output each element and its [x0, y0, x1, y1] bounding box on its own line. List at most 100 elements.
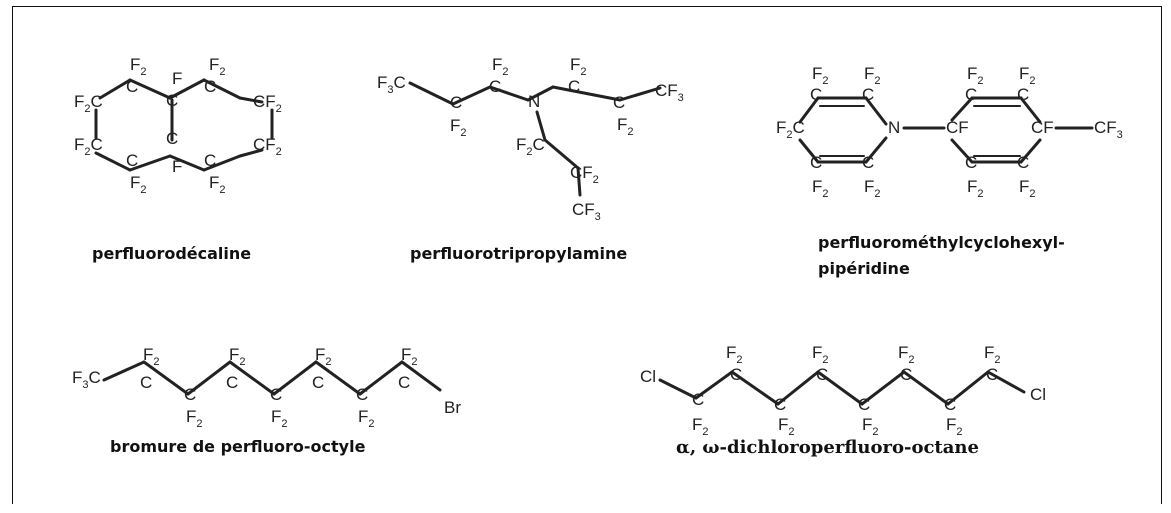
decaline-bottom-bonds: [94, 151, 132, 172]
pip-f2-a: F2: [812, 64, 829, 87]
amine-cf3-bottom: CF3: [572, 200, 601, 223]
pip-f2-c: F2: [812, 177, 829, 200]
decaline-f-top: F: [172, 69, 182, 88]
dichloro-f2-top1: F2: [726, 343, 743, 366]
octyl-c6: C: [356, 385, 368, 404]
cyc-top-bonds: [1019, 96, 1042, 124]
decaline-f-bottom: F: [172, 157, 182, 176]
octyl-c1: C: [140, 373, 152, 392]
pip-bottom-bonds: [864, 136, 888, 164]
dichloro-f2-top3: F2: [898, 343, 915, 366]
decaline-c-fusion1: C: [166, 91, 178, 110]
octyl-c4: C: [270, 385, 282, 404]
cyc-cf-methyl: CF: [1031, 118, 1054, 137]
figure-frame: [12, 6, 1162, 504]
decaline-top-bonds: [238, 96, 264, 104]
dichloro-f2-bottom2: F2: [778, 415, 795, 438]
decaline-c-top1: C: [126, 77, 138, 96]
decaline-top-bonds: [168, 78, 206, 100]
octyl-f2-top4: F2: [401, 345, 418, 368]
octyl-f2-top2: F2: [229, 345, 246, 368]
dichloro-chain: [776, 370, 820, 406]
decaline-bottom-bonds: [238, 148, 264, 158]
decaline-f2-bottom1: F2: [130, 173, 147, 196]
pip-f2-b: F2: [864, 64, 881, 87]
amine-branch-bonds: [535, 110, 547, 142]
octyl-chain: [400, 360, 442, 392]
dichloro-chain: [730, 370, 780, 406]
decaline-bottom-bonds: [202, 154, 242, 172]
octyl-chain: [228, 360, 276, 396]
amine-main-chain: [551, 85, 622, 102]
octyl-chain: [314, 360, 362, 396]
amine-c5: F2C: [516, 135, 545, 158]
decaline-c-top2: C: [204, 77, 216, 96]
octyl-cf3: F3C: [72, 368, 101, 391]
amine-branch-bonds: [543, 138, 580, 170]
dichloro-f2-bottom1: F2: [692, 415, 709, 438]
dichloro-c2: C: [730, 365, 742, 384]
dichloro-c3: C: [774, 395, 786, 414]
decaline-top-bonds: [98, 78, 132, 100]
pip-c-left: F2C: [776, 118, 805, 141]
decaline-cf2-r2: CF2: [253, 135, 282, 158]
pip-bottom-bonds: [798, 138, 820, 164]
octyl-c7: C: [398, 373, 410, 392]
decaline-f2-bottom2: F2: [209, 173, 226, 196]
dichloro-f2-top2: F2: [812, 343, 829, 366]
dichloro-cl-left: Cl: [640, 367, 656, 386]
pip-top-bonds: [798, 96, 820, 124]
cyc-f2-c: F2: [967, 177, 984, 200]
dichloro-chain: [694, 370, 734, 400]
dichloro-chain: [986, 370, 1026, 394]
dichloro-chain: [816, 370, 864, 406]
dichloro-c8: C: [986, 365, 998, 384]
octyl-c5: C: [312, 373, 324, 392]
dichloro-chain: [902, 370, 950, 406]
decaline-c1: F2C: [74, 92, 103, 115]
amine-main-chain: [618, 86, 662, 102]
octyl-f2-top3: F2: [315, 345, 332, 368]
octyl-f2-bottom2: F2: [271, 407, 288, 430]
decaline-top-bonds: [202, 78, 242, 100]
dichloro-f2-bottom4: F2: [946, 415, 963, 438]
dichloro-c7: C: [944, 395, 956, 414]
cyc-f2-a: F2: [967, 64, 984, 87]
decaline-c-fusion2: C: [166, 129, 178, 148]
octyl-f2-bottom1: F2: [186, 407, 203, 430]
caption-perfluorotripropylamine: perfluorotripropylamine: [410, 244, 628, 263]
octyl-chain: [142, 360, 190, 396]
decaline-f2-top2: F2: [209, 55, 226, 78]
dichloro-f2-top4: F2: [984, 343, 1001, 366]
decaline-c-bottom2: C: [204, 151, 216, 170]
pip-f2-d: F2: [864, 177, 881, 200]
decaline-cf2-r1: CF2: [253, 92, 282, 115]
octyl-br: Br: [444, 398, 461, 417]
octyl-chain: [186, 360, 232, 396]
octyl-f2-top1: F2: [143, 345, 160, 368]
octyl-chain: [358, 360, 404, 396]
amine-main-chain: [526, 85, 555, 102]
amine-n: N: [528, 92, 540, 111]
amine-c6: CF2: [570, 163, 599, 186]
cyc-top-bonds: [950, 96, 974, 122]
cyc-bottom-bonds: [1019, 138, 1042, 164]
amine-branch-bonds: [576, 166, 582, 197]
dichloro-c6: C: [900, 365, 912, 384]
caption-dichloroperfluorooctane: α, ω-dichloroperfluoro-octane: [676, 437, 979, 458]
amine-main-chain: [488, 85, 530, 102]
octyl-chain: [102, 360, 146, 382]
cyc-cf: CF: [946, 118, 969, 137]
amine-c2: C: [489, 77, 501, 96]
decaline-c2: F2C: [74, 135, 103, 158]
decaline-c-bottom1: C: [126, 151, 138, 170]
dichloro-c1: C: [692, 390, 704, 409]
octyl-c3: C: [226, 373, 238, 392]
cyc-f2-d: F2: [1019, 177, 1036, 200]
amine-f2-c2: F2: [492, 55, 509, 78]
amine-c1: C: [450, 93, 462, 112]
caption-perfluoromethylcyclohexylpiperidine-line2: pipéridine: [818, 259, 910, 278]
cyc-cf3: CF3: [1094, 118, 1123, 141]
cyc-f2-b: F2: [1019, 64, 1036, 87]
